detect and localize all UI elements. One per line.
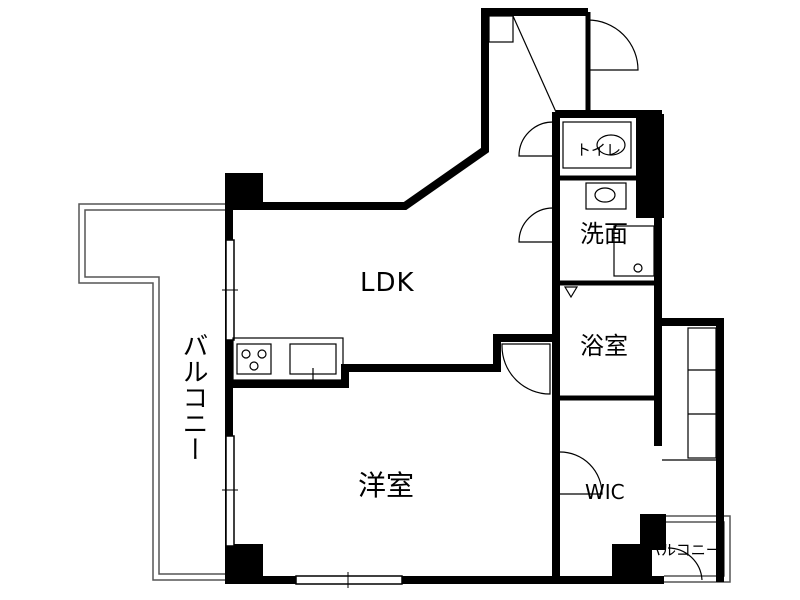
closet-shelving [662,327,717,461]
door-swings [501,121,703,581]
room-label-balcony-left: バルコニー [178,332,208,462]
room-label-washroom: 洗面 [580,220,628,248]
room-label-balcony-right: バルコニー [646,541,721,559]
room-label-western-room: 洋室 [358,469,415,502]
pillars [225,114,666,584]
window-south [295,572,403,588]
main-walls [225,8,724,584]
room-label-bathroom: 浴室 [580,332,628,360]
room-label-wic: WIC [585,480,625,504]
balcony-left-outline [78,203,227,581]
room-label-toilet: トイレ [576,141,622,159]
room-label-ldk: LDK [360,268,415,298]
toilet-fixture [562,121,632,169]
washbasin [563,182,655,299]
entrance [488,15,639,113]
kitchen-counter [232,337,344,381]
